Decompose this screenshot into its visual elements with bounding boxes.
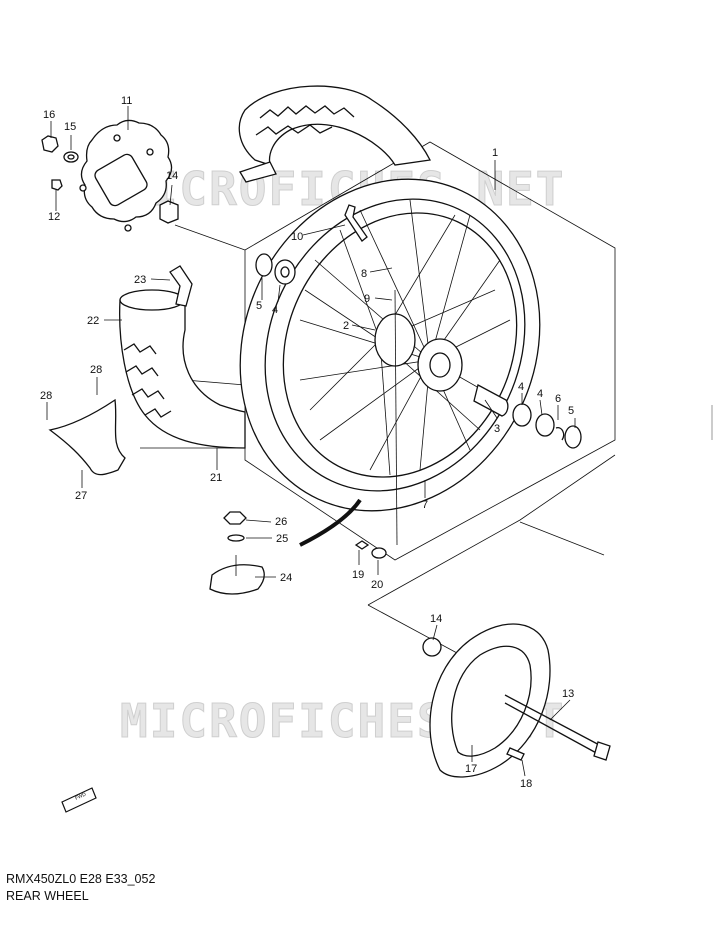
- rear-sprocket: [422, 623, 551, 778]
- tube-valve-parts: [209, 511, 387, 595]
- callout-12: 12: [48, 211, 60, 223]
- callout-18: 18: [520, 778, 532, 790]
- callout-28-right: 28: [90, 364, 102, 376]
- callout-11: 11: [121, 95, 132, 107]
- callout-21: 21: [210, 472, 222, 484]
- model-code: RMX450ZL0 E28 E33_052: [6, 872, 156, 886]
- diagram-title: REAR WHEEL: [6, 889, 89, 903]
- callout-17: 17: [465, 763, 477, 775]
- callout-leader-lines: [46, 106, 576, 777]
- callout-2: 2: [343, 320, 349, 332]
- callout-19: 19: [352, 569, 364, 581]
- callout-4-right-b: 4: [537, 388, 543, 400]
- callout-16: 16: [43, 109, 55, 121]
- callout-8: 8: [361, 268, 367, 280]
- hub-bearings-and-spacer: [255, 253, 582, 449]
- callout-9: 9: [364, 293, 370, 305]
- callout-24: 24: [280, 572, 292, 584]
- watermark-top: MICROFICHES.NET: [120, 162, 565, 216]
- callout-4-left: 4: [272, 304, 278, 316]
- assembly-frame-lines: [140, 141, 616, 661]
- part-callouts: 1 2 3 4 4 6 5 5 4 7 8 9 10 11 12 13 14 1…: [40, 95, 574, 790]
- rear-tire-lower: [119, 265, 246, 449]
- callout-22: 22: [87, 315, 99, 327]
- callout-14-bottom: 14: [430, 613, 442, 625]
- callout-3: 3: [494, 423, 500, 435]
- disc-nuts-washers: [41, 135, 179, 224]
- fwd-arrow-icon: FWD: [61, 787, 97, 813]
- callout-6: 6: [555, 393, 561, 405]
- callout-5-right: 5: [568, 405, 574, 417]
- rear-axle: [504, 694, 611, 761]
- callout-23: 23: [134, 274, 146, 286]
- callout-7: 7: [422, 499, 428, 511]
- brake-disc: [79, 119, 173, 232]
- rim-band: [299, 498, 362, 547]
- callout-13: 13: [562, 688, 574, 700]
- rear-wheel-rim: [239, 178, 541, 512]
- callout-20: 20: [371, 579, 383, 591]
- callout-4-right-a: 4: [518, 381, 524, 393]
- fwd-label: FWD: [74, 791, 87, 801]
- callout-5-left: 5: [256, 300, 262, 312]
- callout-26: 26: [275, 516, 287, 528]
- callout-28-left: 28: [40, 390, 52, 402]
- chain-guard: [48, 398, 126, 476]
- rear-tire-upper: [238, 85, 431, 183]
- callout-14-top: 14: [166, 170, 178, 182]
- callout-10: 10: [291, 231, 303, 243]
- callout-15: 15: [64, 121, 76, 133]
- callout-27: 27: [75, 490, 87, 502]
- callout-1: 1: [492, 147, 498, 159]
- callout-25: 25: [276, 533, 288, 545]
